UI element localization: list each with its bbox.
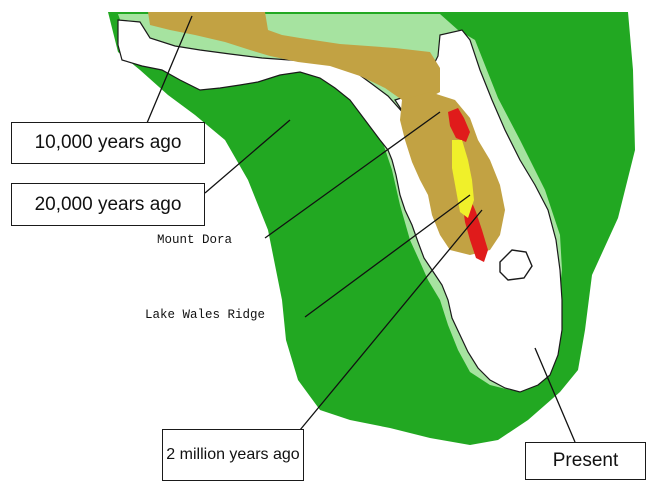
label-10000-years-ago: 10,000 years ago [11, 122, 205, 164]
lake-okeechobee [499, 249, 533, 281]
yellow-ridge [452, 140, 474, 218]
pointer-lines [146, 15, 576, 443]
pointer-2m [299, 209, 483, 431]
label-2-million-years-ago: 2 million years ago [162, 429, 304, 481]
pointer-present [534, 347, 576, 443]
pointer-20k [204, 119, 291, 194]
pointer-mount-dora [264, 111, 441, 239]
pointer-lake-wales [304, 194, 471, 318]
pointer-10k [146, 15, 193, 124]
label-mount-dora: Mount Dora [157, 233, 233, 247]
land-2m-panhandle [148, 12, 440, 102]
red-ridge-north [448, 108, 470, 142]
label-20000-years-ago: 20,000 years ago [11, 183, 205, 226]
label-present: Present [525, 442, 646, 480]
label-lake-wales-ridge: Lake Wales Ridge [145, 308, 266, 322]
